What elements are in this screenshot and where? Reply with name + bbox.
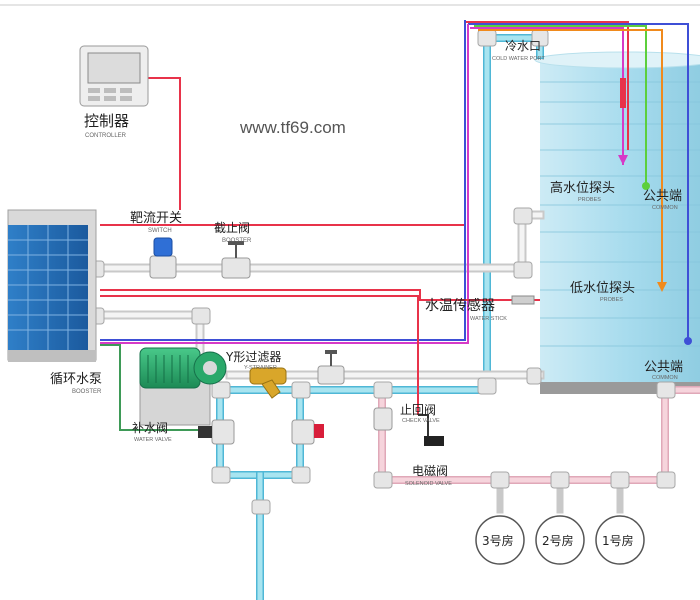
y-strainer-label: Y形过滤器 [225,350,281,364]
heat-pump-unit [7,209,97,362]
outlet-valve [317,350,345,385]
stop-valve-sublabel: BOOSTER [222,238,252,244]
solenoid-valve-label: 电磁阀 [412,463,448,478]
cold-water-port-sublabel: COLD WATER PORT [492,56,545,62]
probe-markers [618,78,692,345]
common-top-label: 公共端 [643,189,682,204]
common-bottom-label: 公共端 [644,360,683,375]
solenoid-valve-sublabel: SOLENOID VALVE [405,481,452,487]
stop-valve-label: 截止阀 [214,221,250,235]
room-1-label: 1号房 [602,533,634,548]
check-valve-label: 止回阀 [400,403,436,417]
low-level-probe-label: 低水位探头 [570,281,635,296]
common-top-sublabel: COMMON [652,205,678,211]
high-level-probe-sublabel: PROBES [578,197,601,203]
water-temp-sensor-sublabel: WATER STICK [470,316,507,322]
water-temp-sensor-label: 水温传感器 [425,297,495,314]
flow-switch-label: 靶流开关 [130,211,182,226]
cold-water-port-label: 冷水口 [505,39,541,53]
check-valve-device [373,407,393,431]
room-2-label: 2号房 [542,533,574,548]
circulation-pump-label: 循环水泵 [50,372,102,387]
circulation-pump-sublabel: BOOSTER [72,389,102,395]
controller-device [79,45,149,107]
watermark-text: www.tf69.com [239,118,346,137]
low-level-probe-sublabel: PROBES [600,297,623,303]
flow-switch-sublabel: SWITCH [148,228,172,234]
room-3-label: 3号房 [482,533,514,548]
controller-sublabel: CONTROLLER [85,133,127,139]
pipe-fittings [91,29,676,515]
y-strainer-sublabel: Y-STRAINER [244,365,277,371]
flow-switch [149,237,177,279]
y-strainer-device [249,367,287,399]
water-tank [534,51,700,394]
control-wires [100,20,689,440]
high-level-probe-label: 高水位探头 [550,180,615,196]
controller-label: 控制器 [84,112,129,130]
makeup-valve-device [198,419,324,445]
check-valve-sublabel: CHECK VALVE [402,418,440,424]
common-bottom-sublabel: COMMON [652,375,678,381]
makeup-valve-label: 补水阀 [132,421,168,435]
temp-sensor [511,295,535,305]
solenoid-valve-device [424,436,444,446]
circulation-pump-device [139,347,227,426]
makeup-valve-sublabel: WATER VALVE [134,437,172,443]
room-circles [475,515,645,565]
stop-valve [221,241,251,279]
